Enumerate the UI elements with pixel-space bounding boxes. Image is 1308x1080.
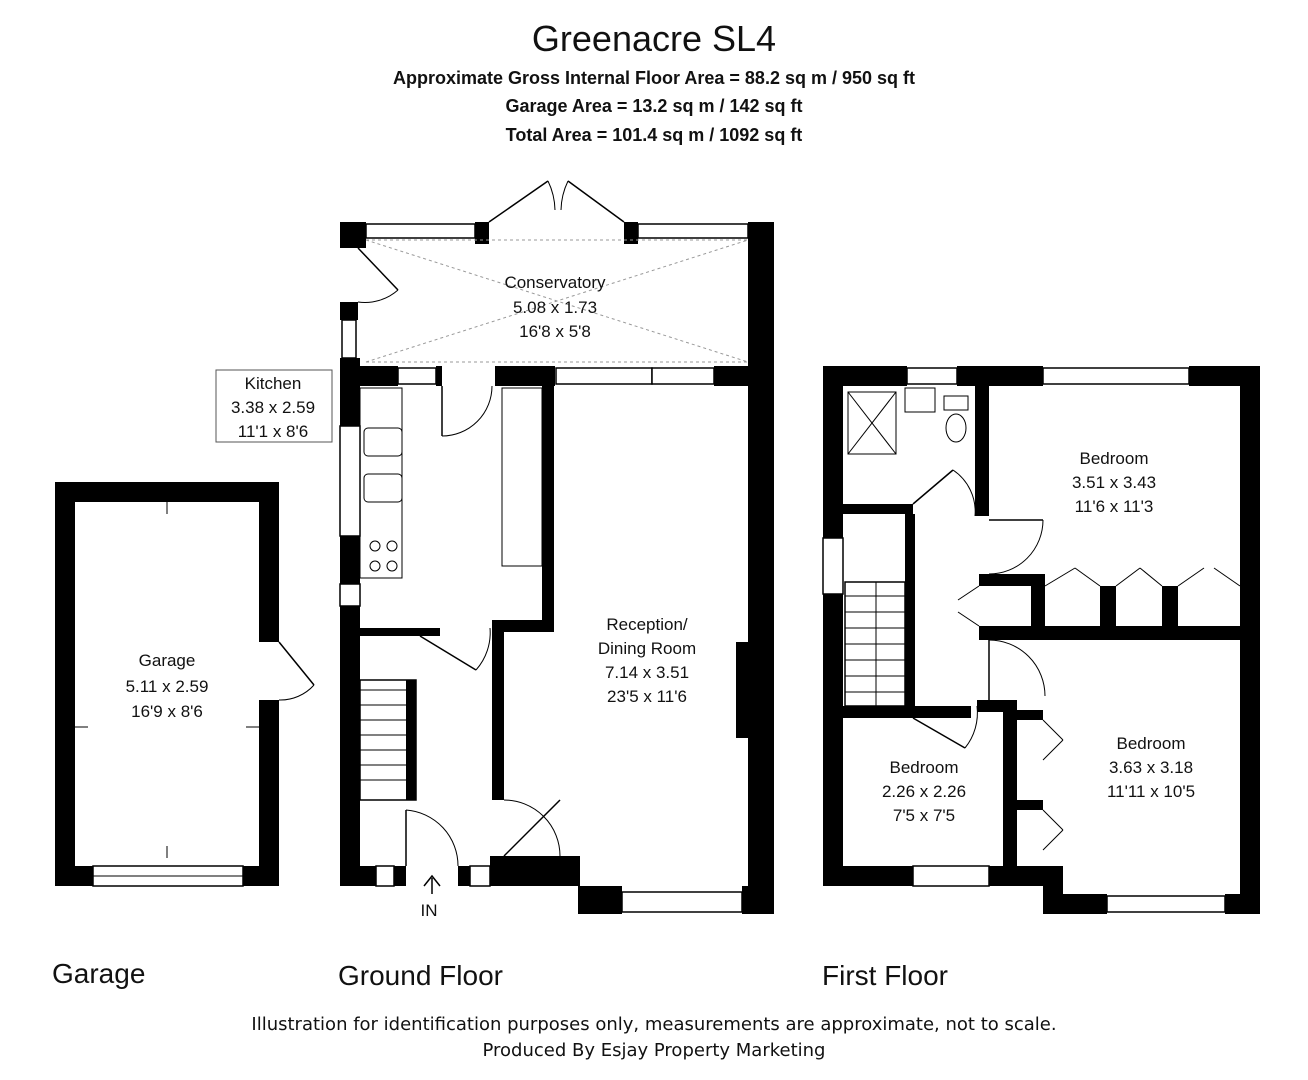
garage-room-metric: 5.11 x 2.59 xyxy=(126,677,209,696)
bedroom1-imperial: 11'6 x 11'3 xyxy=(1075,497,1154,516)
disclaimer-text: Illustration for identification purposes… xyxy=(251,1014,1057,1035)
bedroom3-name: Bedroom xyxy=(890,758,959,777)
reception-name-1: Reception/ xyxy=(606,615,688,634)
first-floor-plan: Bedroom 3.51 x 3.43 11'6 x 11'3 Bedroom … xyxy=(822,366,1260,914)
producer-text: Produced By Esjay Property Marketing xyxy=(482,1040,826,1061)
ground-floor-plan: Conservatory 5.08 x 1.73 16'8 x 5'8 xyxy=(339,180,774,920)
entrance-label: IN xyxy=(421,901,438,920)
kitchen-name: Kitchen xyxy=(245,374,302,393)
total-area-text: Total Area = 101.4 sq m / 1092 sq ft xyxy=(505,125,803,145)
conservatory-imperial: 16'8 x 5'8 xyxy=(519,322,591,341)
first-floor-label: First Floor xyxy=(822,960,948,991)
bedroom3-metric: 2.26 x 2.26 xyxy=(882,782,966,801)
conservatory-metric: 5.08 x 1.73 xyxy=(513,298,597,317)
bedroom1-metric: 3.51 x 3.43 xyxy=(1072,473,1156,492)
reception-imperial: 23'5 x 11'6 xyxy=(607,687,687,706)
bedroom2-imperial: 11'11 x 10'5 xyxy=(1107,782,1195,801)
bedroom2-name: Bedroom xyxy=(1117,734,1186,753)
garage-area-text: Garage Area = 13.2 sq m / 142 sq ft xyxy=(505,96,803,116)
ground-floor-label: Ground Floor xyxy=(338,960,503,991)
gross-area-text: Approximate Gross Internal Floor Area = … xyxy=(393,68,915,88)
garage-plan: Garage 5.11 x 2.59 16'9 x 8'6 xyxy=(55,482,315,887)
plan-title: Greenacre SL4 xyxy=(531,18,777,59)
kitchen-imperial: 11'1 x 8'6 xyxy=(238,422,308,441)
kitchen-label: Kitchen 3.38 x 2.59 11'1 x 8'6 xyxy=(215,369,333,443)
garage-room-name: Garage xyxy=(139,651,196,670)
reception-metric: 7.14 x 3.51 xyxy=(605,663,689,682)
garage-room-imperial: 16'9 x 8'6 xyxy=(131,702,203,721)
kitchen-metric: 3.38 x 2.59 xyxy=(231,398,315,417)
garage-floor-label: Garage xyxy=(52,958,146,989)
bedroom3-imperial: 7'5 x 7'5 xyxy=(893,806,955,825)
conservatory-name: Conservatory xyxy=(504,273,606,292)
bedroom2-metric: 3.63 x 3.18 xyxy=(1109,758,1193,777)
bedroom1-name: Bedroom xyxy=(1080,449,1149,468)
reception-name-2: Dining Room xyxy=(598,639,696,658)
